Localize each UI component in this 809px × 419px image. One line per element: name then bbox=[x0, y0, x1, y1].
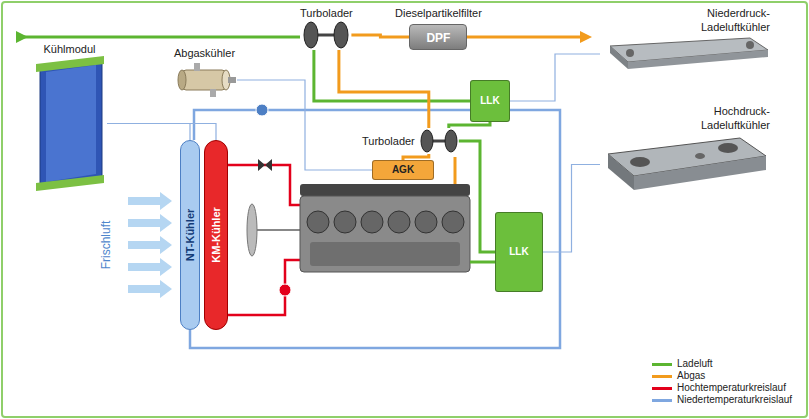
legend-swatch bbox=[652, 387, 672, 390]
legend-row: Niedertemperaturkreislauf bbox=[652, 394, 792, 406]
charge-air-cooler: Niederdruck- Ladeluftkühler bbox=[600, 6, 770, 74]
legend: LadeluftAbgasHochtemperaturkreislaufNied… bbox=[652, 358, 792, 406]
fresh-air-arrows bbox=[128, 192, 172, 298]
part-illustration bbox=[32, 56, 107, 191]
ht-loop bbox=[228, 260, 300, 315]
ht-loop bbox=[228, 165, 300, 205]
part-label: Hochdruck- Ladeluftkühler bbox=[670, 104, 770, 132]
part-illustration bbox=[600, 132, 770, 197]
legend-row: Ladeluft bbox=[652, 358, 792, 370]
flow-pipe bbox=[449, 122, 490, 128]
filter-box: DPF bbox=[409, 24, 467, 50]
pump-symbol bbox=[279, 284, 291, 296]
arrowhead bbox=[16, 31, 28, 43]
leader-line bbox=[107, 124, 216, 141]
air-inlet bbox=[18, 36, 300, 39]
legend-row: Hochtemperaturkreislauf bbox=[652, 382, 792, 394]
turbocharger: Turbolader bbox=[362, 128, 459, 154]
cooling-module: Kühlmodul bbox=[32, 42, 107, 191]
pump-symbol bbox=[256, 104, 268, 116]
legend-row: Abgas bbox=[652, 370, 792, 382]
radiator: NT-Kühler bbox=[180, 140, 200, 330]
part-label: Turbolader bbox=[362, 134, 415, 148]
part-label: Dieselpartikelfilter bbox=[395, 6, 482, 20]
legend-text: Hochtemperaturkreislauf bbox=[677, 382, 786, 394]
charge-air-pipe bbox=[470, 261, 495, 264]
part-illustration bbox=[301, 20, 351, 50]
particulate-filter: DieselpartikelfilterDPF bbox=[395, 6, 482, 50]
legend-text: Abgas bbox=[677, 370, 705, 382]
part-label: Abgaskühler bbox=[174, 46, 235, 60]
fan-shaft bbox=[252, 229, 300, 231]
engine-block bbox=[300, 184, 470, 272]
legend-swatch bbox=[652, 399, 672, 402]
leader-line bbox=[510, 54, 600, 101]
part-illustration bbox=[419, 128, 459, 154]
box-label: AGK bbox=[392, 163, 414, 177]
legend-swatch bbox=[652, 363, 672, 366]
flow-pipe bbox=[459, 141, 495, 252]
valve-symbol bbox=[258, 159, 272, 171]
box-label: LLK bbox=[509, 245, 528, 259]
charge-air-cooler-box: LLK bbox=[470, 80, 510, 122]
legend-text: Ladeluft bbox=[677, 358, 713, 370]
part-label: Kühlmodul bbox=[44, 42, 96, 56]
leader-line bbox=[107, 124, 190, 141]
radiator-label: KM-Kühler bbox=[209, 207, 223, 263]
radiator-label: NT-Kühler bbox=[183, 209, 197, 262]
part-label: Turbolader bbox=[300, 6, 353, 20]
egr-cooler: Abgaskühler bbox=[172, 46, 237, 100]
arrowhead bbox=[580, 31, 592, 43]
exhaust-pipe bbox=[454, 157, 457, 184]
box-label: LLK bbox=[480, 94, 499, 108]
fan-symbol bbox=[247, 204, 257, 256]
nt-loop bbox=[190, 110, 560, 348]
part-illustration bbox=[172, 60, 237, 100]
flow-pipe bbox=[351, 35, 409, 37]
flow-pipe bbox=[339, 50, 429, 128]
flow-label: Frischluft bbox=[99, 221, 113, 270]
charge-air-cooler: Hochdruck- Ladeluftkühler bbox=[600, 104, 770, 197]
legend-swatch bbox=[652, 375, 672, 378]
egr-cooler-box: AGK bbox=[372, 160, 434, 180]
charge-air-cooler-box: LLK bbox=[495, 212, 543, 292]
turbocharger: Turbolader bbox=[300, 6, 353, 50]
leader-line bbox=[543, 165, 600, 253]
part-label: Niederdruck- Ladeluftkühler bbox=[670, 6, 770, 34]
legend-text: Niedertemperaturkreislauf bbox=[677, 394, 792, 406]
part-illustration bbox=[600, 34, 770, 74]
radiator: KM-Kühler bbox=[204, 140, 228, 330]
